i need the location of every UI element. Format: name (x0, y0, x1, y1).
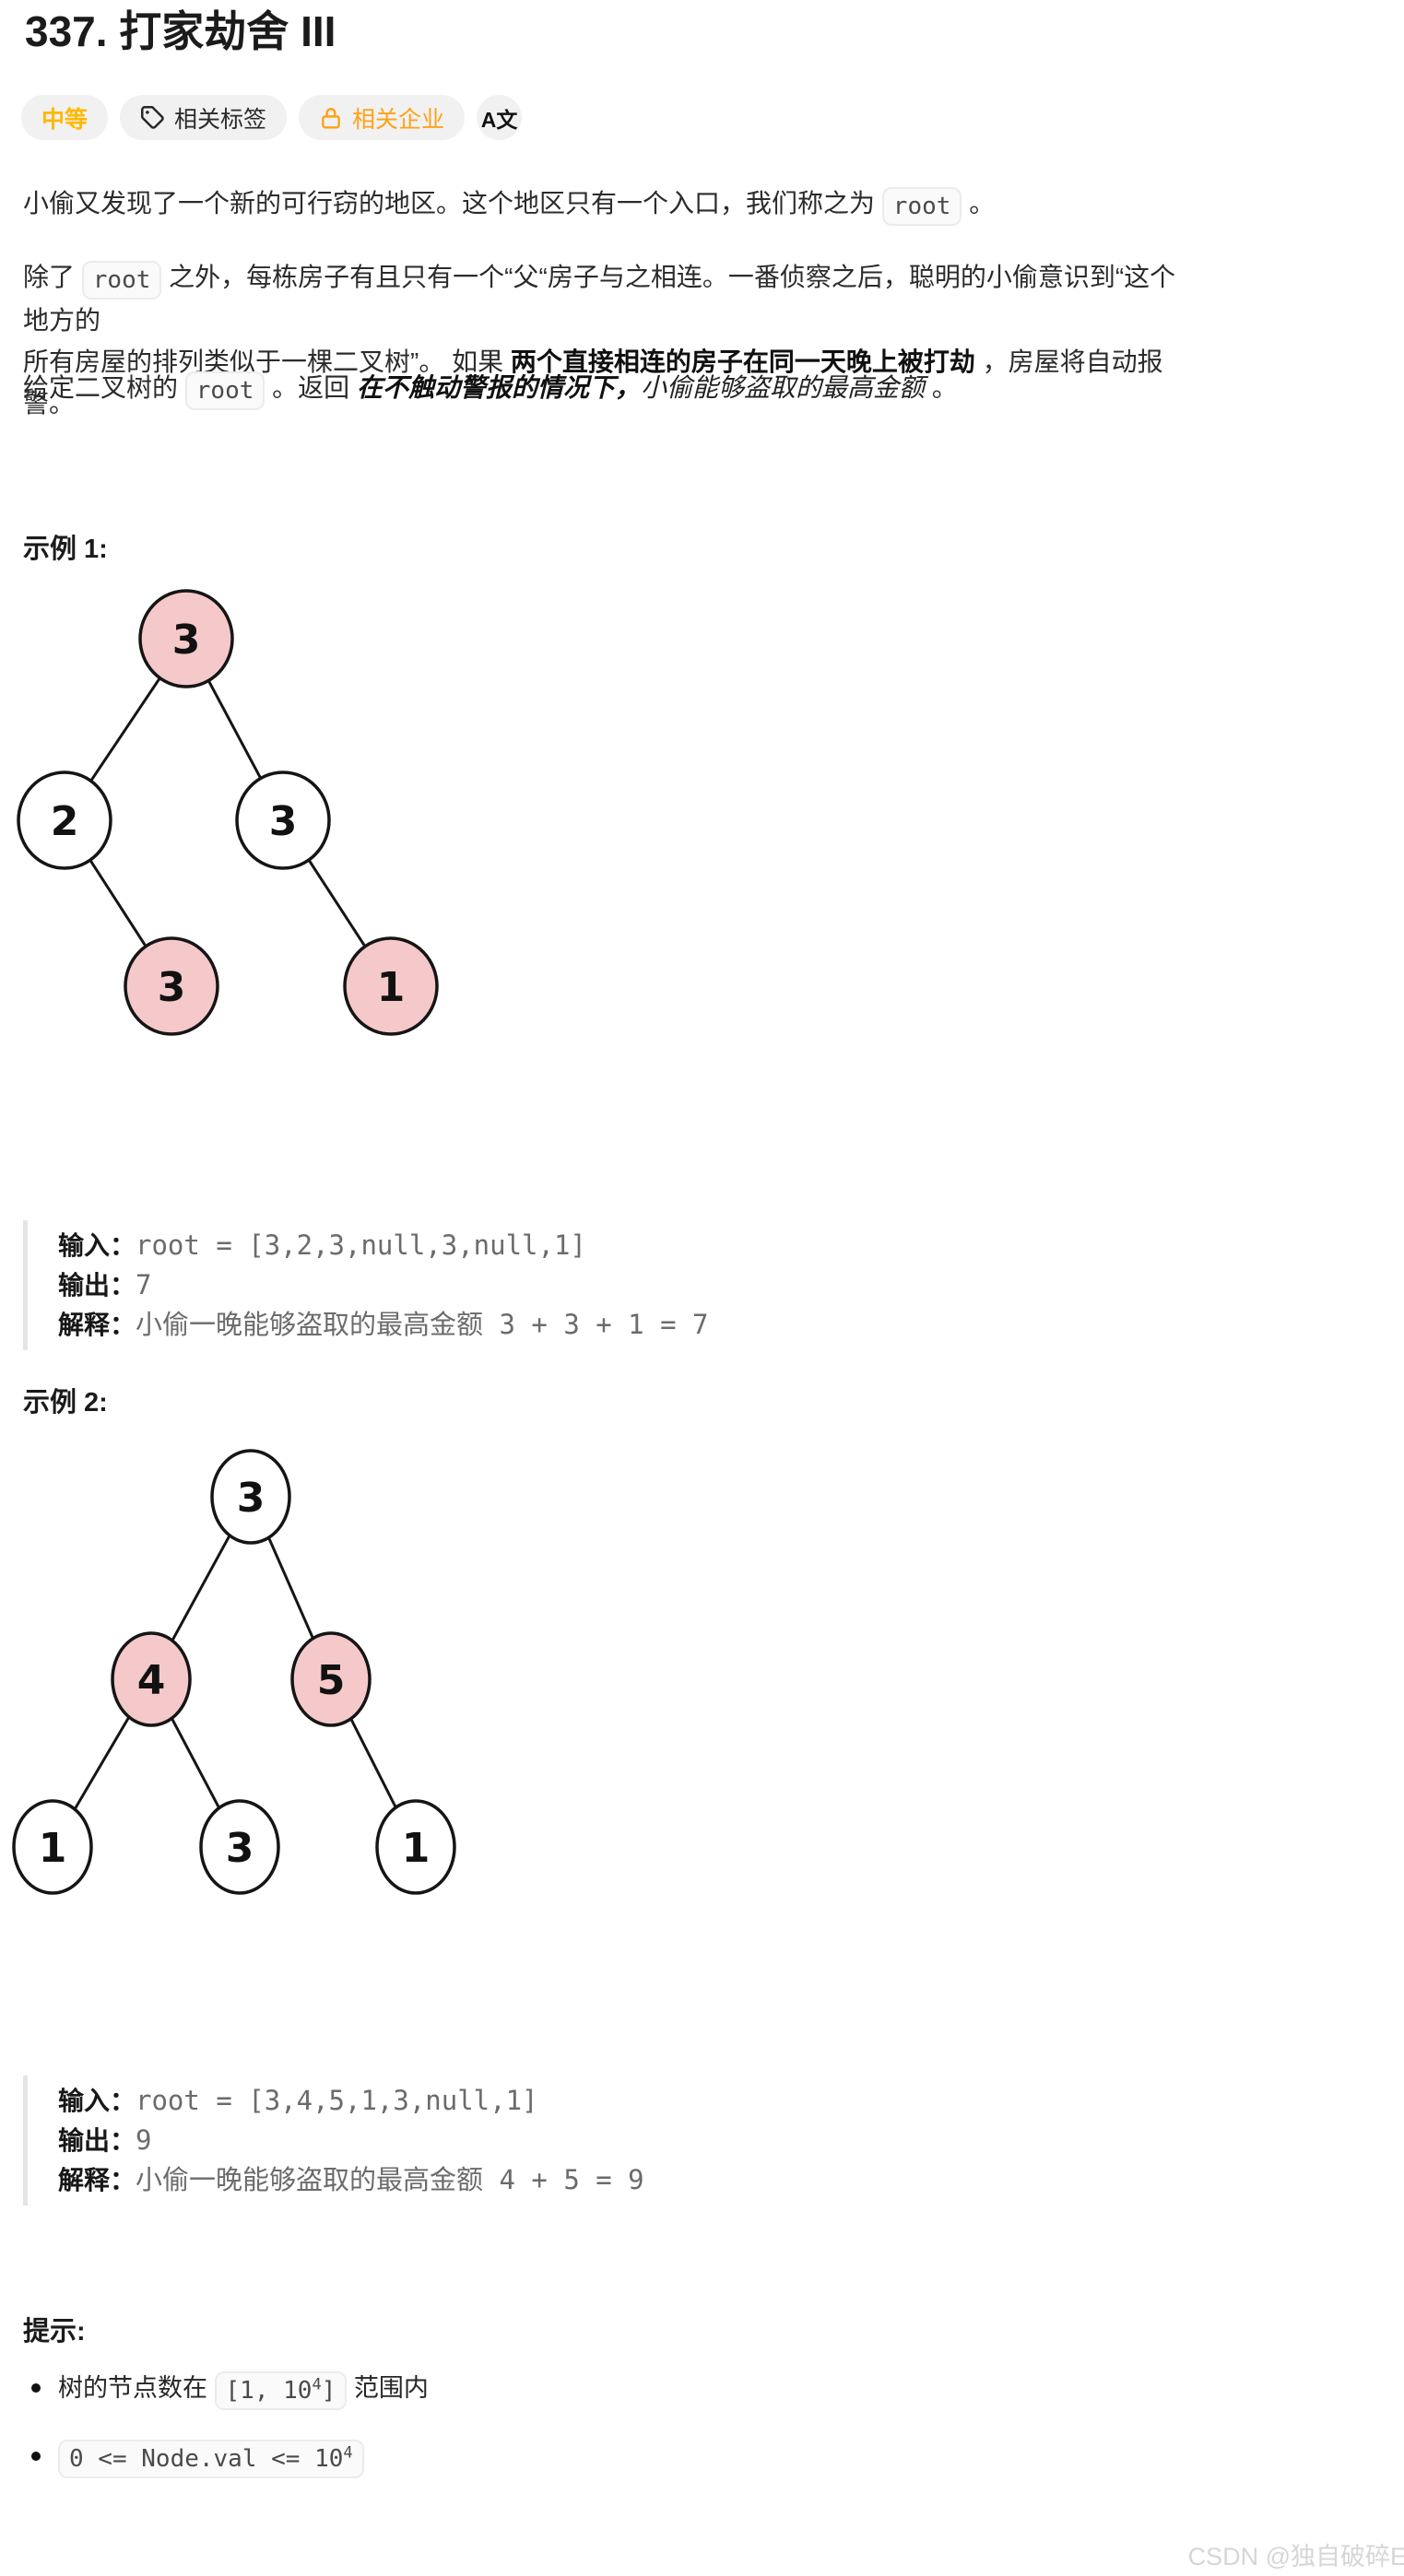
example-output-line: 输出：7 (58, 1265, 708, 1305)
tree-node-label: 3 (237, 1475, 265, 1522)
description-text: 之外，每栋房子有且只有一个“父“房子与之相连。一番侦察之后，聪明的小偷意识到“这… (23, 263, 1176, 335)
description-italic-text: 小偷能够盗取的最高金额 (640, 373, 925, 402)
description-paragraph-3: 给定二叉树的 root 。返回 在不触动警报的情况下，小偷能够盗取的最高金额 。 (23, 367, 1186, 410)
example2-block: 输入：root = [3,4,5,1,3,null,1] 输出：9 解释：小偷一… (23, 2076, 644, 2205)
output-label: 输出： (58, 2126, 136, 2155)
tree-node-robbed (124, 936, 219, 1036)
example1-heading: 示例 1: (23, 535, 108, 564)
tree-node-label: 3 (172, 617, 201, 664)
hint-item: 0 <= Node.val <= 104 (23, 2435, 429, 2478)
example1-block: 输入：root = [3,2,3,null,3,null,1] 输出：7 解释：… (23, 1220, 708, 1350)
inline-code-root: root (184, 371, 265, 410)
badge-row: 中等 相关标签 相关企业 A文 (21, 95, 523, 140)
inline-code-node-val: 0 <= Node.val <= 104 (58, 2440, 364, 2478)
tree-node-robbed (138, 589, 234, 688)
description-text: 除了 (23, 263, 82, 291)
hint-text: 树的节点数在 (58, 2374, 215, 2402)
tree-node (17, 770, 112, 870)
example-output-line: 输出：9 (58, 2121, 644, 2160)
explain-label: 解释： (58, 2166, 136, 2194)
example-explain-line: 解释：小偷一晚能够盗取的最高金额 4 + 5 = 9 (58, 2160, 644, 2200)
tree-node-robbed (290, 1631, 372, 1727)
code-superscript: 4 (312, 2375, 322, 2394)
tree-node-robbed (343, 936, 439, 1036)
code-superscript: 4 (343, 2443, 353, 2463)
input-label: 输入： (58, 2087, 136, 2115)
description-text: ，房屋将自动报警。 (23, 347, 1163, 418)
hints-list: 树的节点数在 [1, 104] 范围内 0 <= Node.val <= 104 (23, 2367, 429, 2503)
code-text: 0 <= Node.val <= 10 (69, 2445, 344, 2473)
inline-code-range: [1, 104] (214, 2371, 348, 2410)
tree-node-label: 1 (402, 1825, 431, 1872)
related-tags-button[interactable]: 相关标签 (120, 95, 288, 140)
tree-node (235, 770, 331, 870)
tree-node-label: 4 (137, 1657, 166, 1704)
inline-code-root: root (81, 261, 162, 300)
difficulty-badge[interactable]: 中等 (21, 95, 109, 140)
tree-node-robbed (111, 1631, 192, 1727)
description-paragraph-1: 小偷又发现了一个新的可行窃的地区。这个地区只有一个入口，我们称之为 root 。 (23, 182, 1186, 226)
description-bold-italic-text: 在不触动警报的情况下， (356, 373, 641, 402)
tree-node-label: 1 (377, 964, 406, 1011)
tree-node-label: 5 (317, 1657, 346, 1704)
tree-node-label: 3 (269, 798, 298, 845)
description-text: 。 (925, 373, 958, 402)
inline-code-root: root (881, 187, 962, 226)
example-explain-line: 解释：小偷一晚能够盗取的最高金额 3 + 3 + 1 = 7 (58, 1305, 708, 1345)
example-input-line: 输入：root = [3,2,3,null,3,null,1] (58, 1226, 708, 1265)
hints-heading: 提示: (23, 2317, 86, 2347)
example1-tree-diagram: 3 2 3 3 1 (17, 589, 439, 1036)
code-text: [1, 10 (225, 2377, 313, 2405)
tree-node (375, 1799, 456, 1895)
example2-heading: 示例 2: (23, 1388, 108, 1417)
related-companies-label: 相关企业 (352, 106, 445, 133)
output-value: 7 (136, 1269, 152, 1300)
hint-text: 范围内 (347, 2374, 429, 2402)
description-text: 。 (962, 189, 996, 218)
tree-node-label: 2 (51, 798, 79, 845)
code-text: ] (321, 2377, 336, 2405)
explain-label: 解释： (58, 1311, 136, 1339)
tree-node (12, 1799, 93, 1895)
explain-value: 小偷一晚能够盗取的最高金额 3 + 3 + 1 = 7 (136, 1309, 709, 1340)
description-text: 。返回 (265, 373, 357, 402)
example-input-line: 输入：root = [3,4,5,1,3,null,1] (58, 2081, 644, 2121)
tree-node (210, 1449, 291, 1545)
description-text: 给定二叉树的 (23, 373, 185, 402)
lock-icon (319, 106, 343, 130)
related-tags-label: 相关标签 (174, 106, 267, 133)
csdn-watermark: CSDN @独自破碎E (1187, 2543, 1404, 2570)
input-label: 输入： (58, 1231, 136, 1260)
output-value: 9 (136, 2124, 152, 2156)
explain-value: 小偷一晚能够盗取的最高金额 4 + 5 = 9 (136, 2164, 644, 2195)
hint-item: 树的节点数在 [1, 104] 范围内 (23, 2367, 429, 2410)
example2-tree-diagram: 3 4 5 1 3 1 (12, 1449, 456, 1895)
tree-node-label: 1 (39, 1825, 67, 1872)
tree-node-label: 3 (226, 1825, 254, 1872)
translate-button[interactable]: A文 (477, 95, 523, 140)
description-bold-text: 两个直接相连的房子在同一天晚上被打劫 (510, 347, 975, 376)
tree-node-label: 3 (158, 964, 186, 1011)
tree-node (199, 1799, 280, 1895)
description-text: 小偷又发现了一个新的可行窃的地区。这个地区只有一个入口，我们称之为 (23, 189, 882, 218)
input-value: root = [3,2,3,null,3,null,1] (136, 1229, 586, 1261)
description-paragraph-2: 除了 root 之外，每栋房子有且只有一个“父“房子与之相连。一番侦察之后，聪明… (23, 256, 1186, 424)
description-text: 所有房屋的排列类似于一棵二叉树”。 如果 (23, 347, 511, 376)
input-value: root = [3,4,5,1,3,null,1] (136, 2085, 538, 2116)
page-title: 337. 打家劫舍 III (25, 7, 336, 55)
related-companies-button[interactable]: 相关企业 (299, 95, 466, 140)
output-label: 输出： (58, 1271, 136, 1300)
tag-icon (140, 105, 165, 130)
